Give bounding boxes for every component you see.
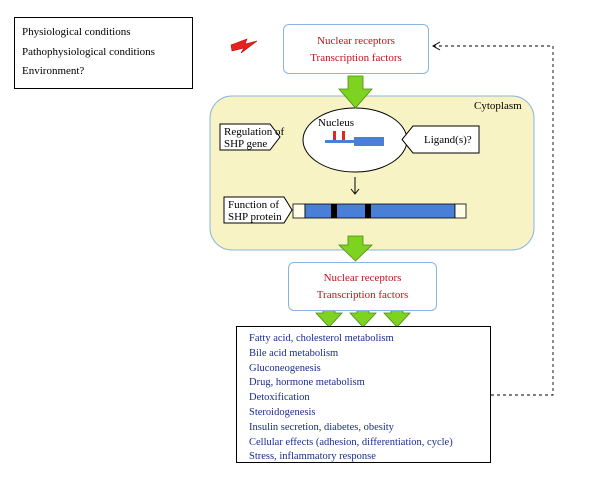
regulation-pointer-shape — [219, 123, 281, 151]
function-pointer-shape — [223, 196, 293, 224]
lightning-icon — [230, 38, 258, 54]
effect-item: Bile acid metabolism — [249, 347, 339, 359]
effect-item: Stress, inflammatory response — [249, 451, 376, 463]
condition-pathophysiological: Pathophysiological conditions — [22, 45, 155, 58]
protein-body — [304, 203, 456, 219]
gene-response-element-2 — [342, 131, 345, 140]
cytoplasm-label: Cytoplasm — [474, 100, 522, 112]
effect-item: Steroidogenesis — [249, 406, 316, 418]
protein-motif-2 — [365, 204, 371, 218]
feedback-loop-line — [434, 45, 554, 396]
protein-c-terminus — [454, 203, 467, 219]
effect-item: Insulin secretion, diabetes, obesity — [249, 421, 394, 433]
regulation-label: Regulation of SHP gene — [224, 126, 284, 150]
function-label: Function of SHP protein — [228, 199, 282, 223]
gene-response-element-1 — [333, 131, 336, 140]
nuclear-receptors-bottom-line2: Transcription factors — [316, 289, 409, 301]
gene-coding-segment — [354, 137, 384, 146]
effect-item: Drug, hormone metabolism — [249, 377, 365, 389]
arrow-cytoplasm-to-receptors — [338, 235, 373, 262]
gene-promoter-segment — [325, 140, 355, 143]
regulation-label-line2: SHP gene — [224, 138, 268, 150]
effects-box: Fatty acid, cholesterol metabolism Bile … — [236, 326, 491, 463]
feedback-loop-arrowhead — [431, 41, 441, 51]
function-label-line1: Function of — [228, 199, 280, 211]
protein-motif-1 — [331, 204, 337, 218]
nuclear-receptors-box-bottom: Nuclear receptors Transcription factors — [288, 262, 437, 311]
ligand-label: Ligand(s)? — [424, 134, 472, 146]
transcription-arrow-head — [350, 188, 360, 195]
arrow-receptors-to-cytoplasm — [338, 75, 373, 109]
regulation-label-line1: Regulation of — [224, 126, 285, 138]
conditions-box: Physiological conditions Pathophysiologi… — [14, 17, 193, 89]
nuclear-receptors-top-line2: Transcription factors — [310, 52, 402, 64]
function-label-line2: SHP protein — [228, 211, 282, 223]
effect-item: Fatty acid, cholesterol metabolism — [249, 333, 394, 344]
nuclear-receptors-box-top: Nuclear receptors Transcription factors — [283, 24, 429, 74]
nucleus-label: Nucleus — [318, 117, 355, 129]
effect-item: Gluconeogenesis — [249, 362, 321, 374]
effect-item: Detoxification — [249, 392, 310, 404]
effect-item: Cellular effects (adhesion, differentiat… — [249, 436, 453, 448]
ligand-pointer-shape — [401, 125, 480, 154]
condition-environment: Environment? — [22, 65, 85, 77]
nuclear-receptors-bottom-line1: Nuclear receptors — [323, 272, 402, 284]
condition-physiological: Physiological conditions — [22, 26, 131, 38]
nuclear-receptors-top-line1: Nuclear receptors — [317, 35, 395, 47]
protein-n-terminus — [292, 203, 306, 219]
